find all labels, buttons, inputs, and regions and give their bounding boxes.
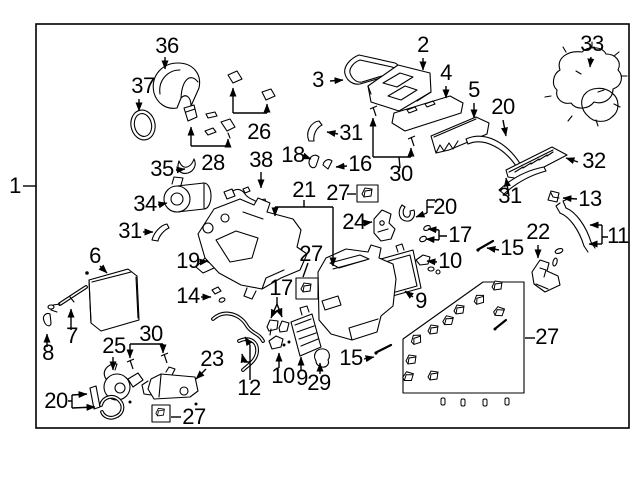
part-pipe-7 [47, 285, 88, 313]
part-label-27-17: 27 [182, 404, 206, 429]
part-label-12-18: 12 [237, 375, 261, 400]
part-bracket-22 [531, 259, 561, 293]
part-label-31-40: 31 [498, 183, 522, 208]
part-strip-31-right [498, 166, 547, 195]
part-hose-20-bottom [99, 394, 125, 420]
part-label-17-45: 17 [448, 222, 472, 247]
part-label-27-28: 27 [326, 180, 350, 205]
part-label-14-9: 14 [176, 283, 200, 308]
part-label-20-46: 20 [433, 194, 457, 219]
part-label-1-0: 1 [9, 173, 21, 198]
part-drawings [42, 41, 628, 423]
part-label-16-31: 16 [348, 151, 372, 176]
part-label-9-20: 9 [296, 365, 308, 390]
part-label-4-35: 4 [440, 60, 452, 85]
part-label-24-29: 24 [342, 209, 366, 234]
part-label-3-34: 3 [312, 67, 324, 92]
part-label-37-2: 37 [131, 73, 155, 98]
part-clipbox-27-panel [401, 280, 525, 394]
part-label-20-16: 20 [44, 388, 68, 413]
part-label-11-42: 11 [607, 223, 629, 248]
part-clipbox-27-bottom [151, 404, 171, 423]
part-grommet [554, 247, 564, 255]
part-label-19-8: 19 [176, 248, 200, 273]
part-duct-23 [141, 366, 199, 406]
part-label-7-11: 7 [66, 323, 78, 348]
part-caps-26 [227, 70, 276, 101]
part-screw-15-right [476, 239, 495, 252]
part-label-29-21: 29 [307, 370, 331, 395]
part-label-31-30: 31 [339, 120, 363, 145]
part-label-2-33: 2 [417, 32, 429, 57]
part-hook-16 [322, 159, 333, 170]
part-scroll-25 [103, 363, 144, 404]
part-bar-20 [89, 385, 101, 410]
part-label-18-26: 18 [281, 142, 305, 167]
part-label-21-27: 21 [292, 177, 316, 202]
part-label-32-39: 32 [582, 148, 606, 173]
part-clip-8 [42, 312, 52, 327]
part-bracket-29 [314, 348, 330, 368]
part-label-27-24: 27 [299, 241, 323, 266]
part-label-5-36: 5 [468, 77, 480, 102]
part-strip-31-top [307, 120, 323, 142]
part-label-20-37: 20 [491, 94, 515, 119]
part-housing-left-21 [195, 197, 308, 300]
part-label-26-3: 26 [247, 119, 271, 144]
part-duct-36 [152, 62, 201, 109]
part-label-10-47: 10 [438, 248, 462, 273]
part-label-35-5: 35 [150, 156, 174, 181]
part-grommet [552, 257, 558, 267]
part-evaporator-6 [85, 268, 140, 332]
part-label-6-10: 6 [89, 243, 101, 268]
part-fittings-28 [183, 104, 236, 139]
part-panel-4 [391, 95, 464, 132]
part-label-31-7: 31 [118, 218, 142, 243]
part-vent-2 [367, 64, 432, 112]
part-cap-10-bottom [268, 335, 291, 350]
part-label-15-44: 15 [500, 235, 524, 260]
part-clips-17-center [266, 319, 290, 336]
part-label-30-14: 30 [139, 321, 163, 346]
part-label-17-23: 17 [269, 275, 293, 300]
part-label-38-25: 38 [249, 147, 273, 172]
part-label-27-49: 27 [535, 324, 559, 349]
part-label-28-4: 28 [201, 150, 225, 175]
part-clipbox-27-center [295, 277, 319, 300]
part-label-23-15: 23 [200, 346, 224, 371]
part-label-22-43: 22 [526, 219, 550, 244]
part-clipbox-27-top [356, 184, 379, 203]
part-strip-31-left [151, 223, 170, 242]
part-label-34-6: 34 [133, 191, 157, 216]
part-bracket-24 [373, 209, 396, 242]
part-clip-13 [547, 190, 560, 203]
part-blower-34 [163, 176, 212, 213]
part-hose-20-right [398, 204, 416, 222]
part-label-36-1: 36 [155, 33, 179, 58]
part-label-10-19: 10 [271, 363, 295, 388]
part-label-30-32: 30 [389, 161, 413, 186]
part-core-9-bottom [290, 305, 322, 357]
part-label-25-13: 25 [102, 333, 126, 358]
part-label-8-12: 8 [42, 340, 54, 365]
part-label-15-22: 15 [339, 345, 363, 370]
part-label-13-41: 13 [578, 186, 602, 211]
part-bits-14 [211, 286, 226, 303]
part-harness-33 [544, 41, 628, 127]
leader-lines [23, 56, 608, 418]
part-label-9-48: 9 [415, 288, 427, 313]
part-label-33-38: 33 [580, 31, 604, 56]
part-screw-15-bottom [374, 343, 393, 355]
